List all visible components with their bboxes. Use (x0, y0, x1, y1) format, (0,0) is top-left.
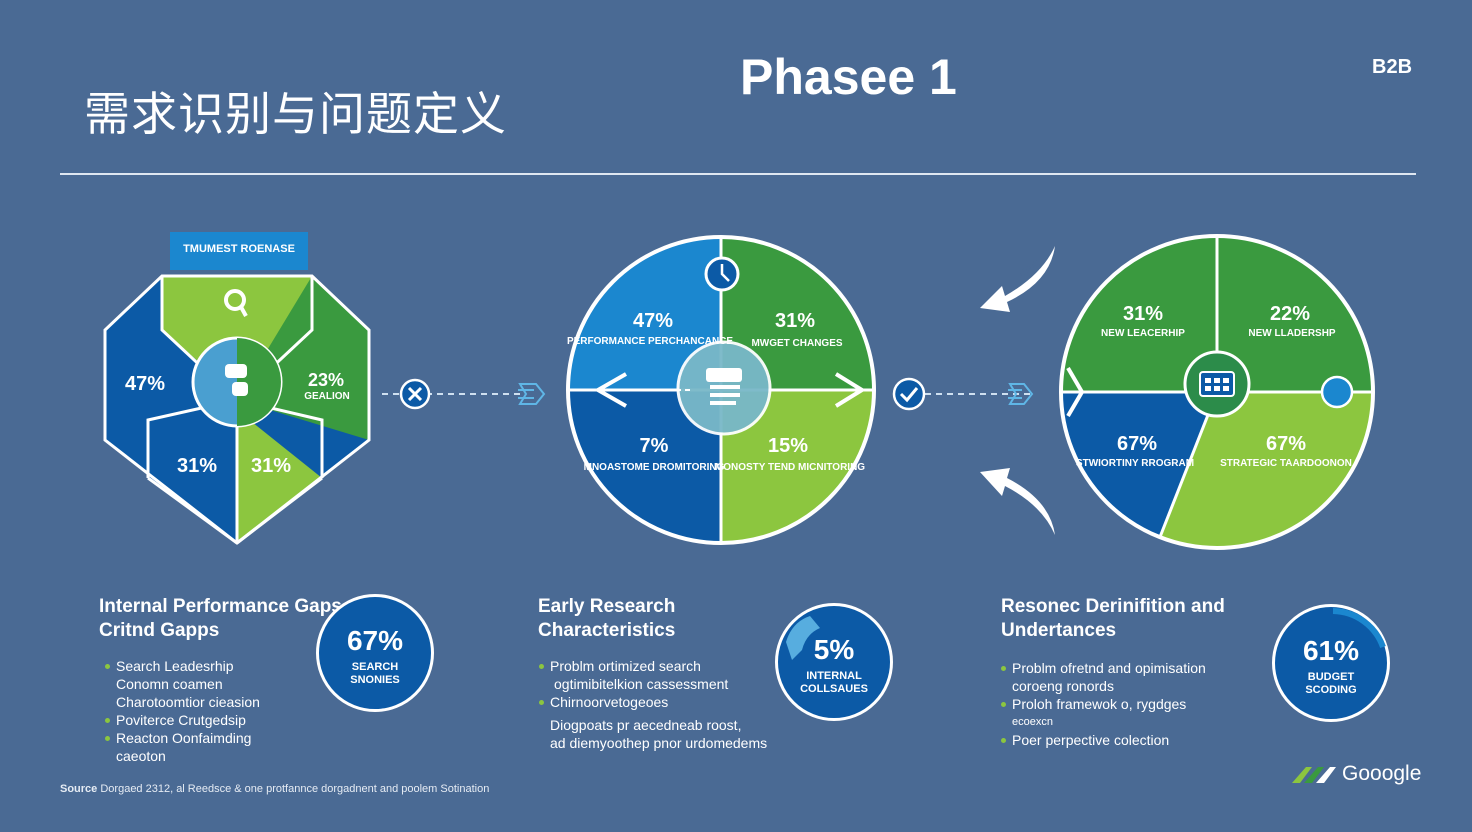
cycle-arrow-top: ABINE (980, 246, 1055, 312)
list-item: Problm ortimized search (538, 658, 788, 675)
list-item: Charotoomtior cieasion (116, 694, 260, 710)
arrow-right-icon (834, 372, 866, 408)
section-1-stat-label: SEARCH SNONIES (350, 661, 400, 686)
middle-bottom-left-label: MNOASTOME DROMITORING (584, 462, 725, 473)
source-footnote: Source Dorgaed 2312, al Reedsce & one pr… (60, 783, 489, 795)
list-item: Diogpoats pr aecedneab roost, (550, 717, 742, 733)
hexagon-group: TMUMEST ROENASE 47% 23% GEALION 31% 31% (103, 232, 371, 545)
section-1-title: Internal Performance Gaps Critnd Gapps (99, 596, 342, 641)
list-item: Chirnoorvetogeoes (538, 694, 788, 711)
gauge-arc-icon (1332, 608, 1386, 649)
document-icon (706, 368, 742, 405)
list-item: ad diemyoothep pnor urdomedems (550, 735, 768, 751)
section-2-stat-label: INTERNAL COLLSAUES (800, 670, 868, 695)
middle-top-right-pct: 31% (775, 310, 815, 332)
cycle-arrow-bottom: AFINE (980, 468, 1055, 535)
hexagon-banner-text: TMUMEST ROENASE (183, 243, 295, 255)
right-bottom-right-label: STRATEGIC TAARDOONON (1220, 458, 1352, 469)
middle-bottom-right-label: MONOSTY TEND MICNITORING (715, 462, 865, 473)
list-item: caeoton (116, 748, 166, 764)
middle-top-left-pct: 47% (633, 310, 673, 332)
right-top-right-label: NEW LLADERSHP (1248, 328, 1336, 339)
list-item: ecoexcn (1012, 716, 1053, 728)
section-3-stat-label: BUDGET SCODING (1305, 671, 1357, 696)
section-1-stat: 67% SEARCH SNONIES (316, 594, 434, 712)
page-title: 需求识别与问题定义 (84, 87, 507, 141)
hexagon-bottom-right-segment (237, 410, 322, 543)
section-3-stat: 61% BUDGET SCODING (1272, 604, 1390, 722)
hexagon-top-segment (162, 276, 312, 395)
list-item: Poer perpective colection (1000, 732, 1250, 749)
hexagon-bottom-left-segment (148, 410, 237, 543)
brand-chevron-icon (1292, 767, 1336, 783)
middle-top-right-label: MWGET CHANGES (751, 338, 842, 349)
hexagon-bottom-left-pct: 31% (177, 455, 217, 477)
connector-2 (892, 377, 1034, 411)
right-circle-dot-icon (1320, 375, 1354, 409)
section-1-bullets: Search Leadesrhip Conomn coamen Charotoo… (104, 658, 314, 766)
source-text: Dorgaed 2312, al Reedsce & one protfannc… (100, 783, 490, 795)
hexagon-bottom-right-pct: 31% (251, 455, 291, 477)
list-item: Poviterce Crutgedsip (104, 712, 314, 729)
right-circle-arrow-icon (1066, 366, 1085, 418)
check-icon (892, 377, 926, 411)
right-top-left-pct: 31% (1123, 303, 1163, 325)
hexagon-right-pct: 23% (308, 370, 344, 390)
phase-heading: Phasee 1 (740, 49, 957, 105)
arrow-left-icon (593, 372, 627, 408)
connector-1 (382, 378, 546, 410)
list-item: Proloh framewok o, rygdges (1000, 696, 1250, 713)
b2b-tag: B2B (1372, 56, 1413, 78)
brand-name: Gooogle (1342, 762, 1422, 785)
hexagon-left-pct: 47% (125, 373, 165, 395)
connector-1-arrow-icon (518, 383, 546, 405)
brand-logo: Gooogle (1290, 762, 1421, 786)
section-3-title: Resonec Derinifition and Undertances (1001, 596, 1225, 641)
section-3-stat-pct: 61% (1302, 635, 1360, 666)
middle-bottom-right-pct: 15% (768, 435, 808, 457)
handshake-icon (225, 364, 248, 396)
dashboard-icon (1199, 371, 1235, 397)
list-item: coroeng ronords (1012, 678, 1114, 694)
list-item: Reacton Oonfaimding (104, 730, 314, 747)
right-circle: 31% NEW LEACERHIP 22% NEW LLADERSHP 67% … (1059, 234, 1375, 550)
middle-top-left-label: PERFORMANCE PERCHANCANCE (567, 336, 733, 347)
hexagon-center-right-half (237, 338, 281, 426)
right-top-right-pct: 22% (1270, 303, 1310, 325)
middle-circle: 47% PERFORMANCE PERCHANCANCE 31% MWGET C… (566, 235, 876, 545)
section-1-stat-pct: 67% (346, 625, 404, 656)
hexagon-right-label: GEALION (304, 391, 350, 402)
list-item: Conomn coamen (116, 676, 223, 692)
middle-bottom-left-pct: 7% (640, 435, 669, 457)
section-2-bullets: Problm ortimized search ogtimibitelkion … (538, 658, 788, 753)
magnifier-icon (224, 289, 248, 317)
connector-2-arrow-icon (1008, 383, 1034, 405)
section-2-stat: 5% INTERNAL COLLSAUES (775, 603, 893, 721)
right-bottom-left-label: STWIORTINY RROGRAM (1076, 458, 1194, 469)
right-bottom-left-pct: 67% (1117, 433, 1157, 455)
right-top-left-label: NEW LEACERHIP (1101, 328, 1185, 339)
list-item: Problm ofretnd and opimisation (1000, 660, 1250, 677)
chart-arc-icon (786, 616, 820, 660)
source-label: Source (60, 783, 98, 795)
section-2-stat-pct: 5% (813, 634, 855, 665)
list-item: Search Leadesrhip (104, 658, 314, 675)
list-item: ogtimibitelkion cassessment (554, 676, 729, 692)
section-3-bullets: Problm ofretnd and opimisation coroeng r… (1000, 660, 1250, 750)
section-2-title: Early Research Characteristics (538, 596, 676, 641)
header-divider (60, 173, 1416, 175)
hexagon-banner (170, 232, 308, 270)
right-bottom-right-pct: 67% (1266, 433, 1306, 455)
